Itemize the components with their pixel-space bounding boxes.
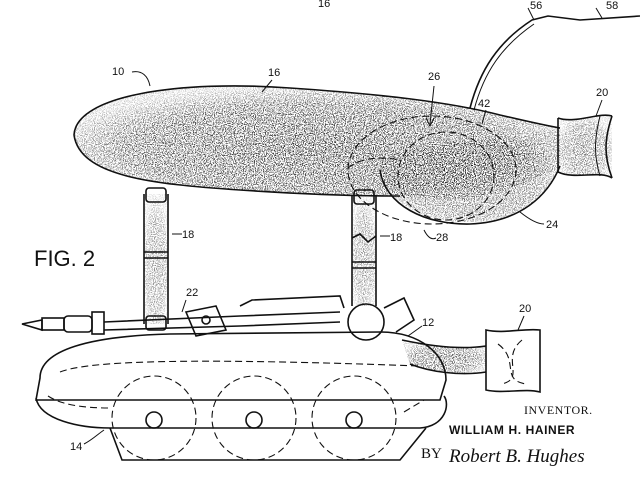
attorney-signature: Robert B. Hughes: [448, 446, 585, 467]
inventor-block: INVENTOR. WILLIAM H. HAINER BY Robert B.…: [421, 403, 593, 467]
cable: 56 58: [469, 0, 640, 111]
ref-tracks: 14: [70, 441, 82, 453]
ref-right-strut: 18: [390, 232, 402, 244]
upper-fan: 20: [557, 87, 613, 179]
right-strut: 18: [351, 189, 402, 306]
arm: 22: [21, 287, 416, 341]
ref-balloon: 16: [268, 67, 280, 79]
ref-cable-joint: 42: [478, 98, 490, 110]
ref-nozzle: 26: [428, 71, 440, 83]
ref-top-cut: 16: [318, 0, 330, 10]
figure-title: FIG. 2: [34, 246, 95, 271]
ref-rear-fan: 20: [519, 303, 531, 315]
ref-upper-fan: 20: [596, 87, 608, 99]
ref-tank-deck: 12: [422, 317, 434, 329]
rear-fan: 20 12: [401, 303, 541, 394]
ref-inner-dash: 28: [436, 232, 448, 244]
tank: 14: [35, 331, 448, 461]
ref-cable-end: 58: [606, 0, 618, 12]
inventor-caption: INVENTOR.: [524, 403, 593, 417]
ref-assembly: 10: [112, 66, 124, 78]
ref-cable: 56: [530, 0, 542, 12]
ref-arm: 22: [186, 287, 198, 299]
left-strut: 18: [143, 187, 194, 331]
inventor-name: WILLIAM H. HAINER: [449, 423, 575, 437]
ref-lower-shell: 24: [546, 219, 558, 231]
ref-left-strut: 18: [182, 229, 194, 241]
by-label: BY: [421, 446, 442, 462]
balloon: 10 16 26 42 24 28: [73, 66, 561, 244]
